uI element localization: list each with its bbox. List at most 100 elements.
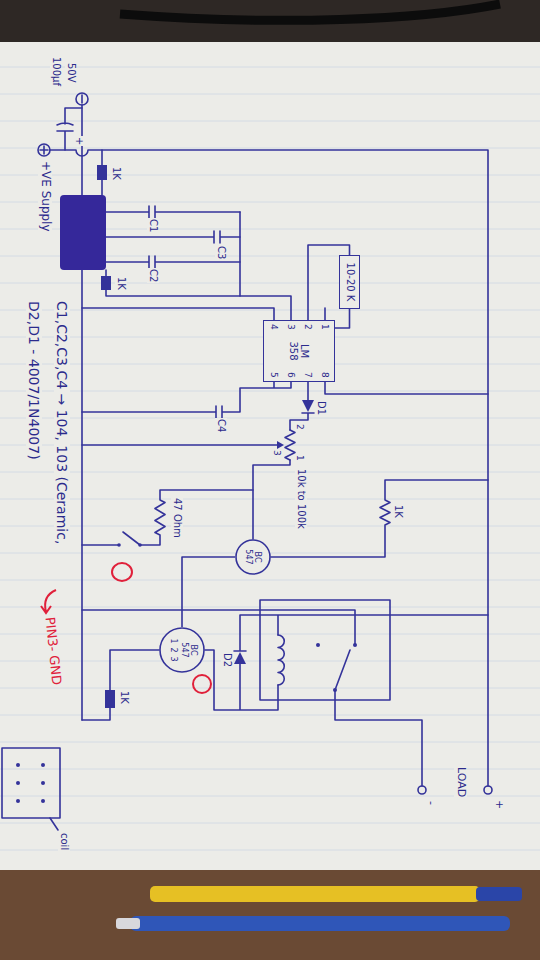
resistor-value: 47 Ohm [172, 497, 184, 539]
switch-contact [117, 543, 121, 547]
resistor-value: 1K [116, 276, 128, 291]
relay-contact [316, 643, 320, 647]
coil-label: coil [59, 832, 71, 851]
minus-mark [81, 95, 83, 103]
capacitor-symbol [82, 382, 291, 418]
pin-number: 7 [303, 371, 313, 379]
resistor-value: 1K [111, 166, 123, 181]
resistor-box: 10-20 K [339, 255, 360, 309]
red-arrow [41, 590, 56, 613]
relay-contact [353, 643, 357, 647]
pin-stub [324, 308, 326, 320]
wire [205, 615, 488, 710]
pin-dot [41, 781, 45, 785]
polarity-mark: + [74, 136, 86, 146]
red-mark [193, 675, 211, 693]
sensor-block [60, 195, 106, 270]
wire [290, 382, 314, 430]
node-label: BC 547 [180, 639, 198, 661]
pen-cap [476, 887, 522, 901]
load-terminal [418, 786, 426, 794]
switch-contact [138, 543, 142, 547]
pin-number: 1 [320, 323, 330, 331]
notebook-paper [0, 42, 540, 870]
plus-mark [40, 146, 48, 154]
cable [120, 4, 500, 20]
pin-dot [41, 799, 45, 803]
pin-number: 3 [169, 656, 178, 663]
diode-symbol [234, 652, 246, 664]
resistor-value: 1K [119, 690, 131, 705]
capacitor-rating: 50V [66, 62, 78, 84]
relay-switch [82, 610, 422, 786]
polarity-mark: - [424, 800, 437, 806]
resistor-symbol [97, 165, 107, 180]
transistor-circle [160, 628, 204, 672]
red-mark [112, 563, 132, 581]
resistor-value: 1K [393, 504, 405, 519]
node-label: 10-20 K [345, 262, 357, 302]
polarity-mark: + [492, 799, 505, 810]
capacitor-label: C1 [148, 218, 160, 233]
wire [82, 308, 274, 320]
pin-dot [16, 763, 20, 767]
capacitor-label: C4 [216, 418, 228, 433]
node-label: BC 547 [244, 546, 262, 568]
relay-sketch [2, 748, 60, 818]
pin-dot [41, 763, 45, 767]
pin-number: 2 [295, 423, 305, 431]
resistor-symbol [101, 276, 111, 290]
wire [82, 650, 159, 720]
capacitor-label: C3 [216, 245, 228, 260]
pin-number: 1 [295, 454, 305, 462]
wire [335, 309, 350, 328]
pin-dot [16, 781, 20, 785]
resistor-symbol [105, 690, 115, 708]
supply-terminal [38, 144, 50, 156]
pin-number: 1 [169, 638, 178, 645]
wood-table [0, 868, 540, 960]
relay-coil [278, 635, 284, 685]
positive-rail [50, 150, 488, 786]
pen-tip [116, 918, 140, 929]
wire [325, 382, 488, 394]
diode-symbol [302, 400, 314, 412]
supply-label: +VE Supply [38, 160, 52, 233]
pin-dot [16, 799, 20, 803]
wire [253, 460, 290, 539]
load-label: LOAD [454, 766, 467, 798]
wiper-wire [82, 444, 277, 446]
capacitor-symbol [106, 206, 240, 218]
relay-contact [333, 688, 337, 692]
pot-value: 10k to 100k [296, 468, 308, 530]
ground-terminal [76, 93, 88, 105]
pin-number: 5 [269, 371, 279, 379]
leader-line [50, 818, 58, 830]
pin-number: 4 [269, 323, 279, 331]
diode-label: D1 [316, 400, 328, 416]
blue-pen [130, 916, 510, 931]
capacitor-symbol [106, 231, 240, 243]
resistor-switch [82, 490, 253, 545]
transistor-symbol: BC 547 [235, 539, 271, 575]
load-terminal [484, 786, 492, 794]
pin-number: 2 [303, 323, 313, 331]
pin-number: 3 [272, 449, 282, 457]
wire [182, 557, 235, 627]
wire [239, 212, 241, 296]
ruled-lines [0, 42, 540, 870]
note-text: D2,D1 - 4007/1N4007) [26, 300, 42, 461]
diode-label: D2 [222, 652, 234, 668]
wiper-arrow [277, 441, 284, 449]
pin-number: 6 [286, 371, 296, 379]
pin-number: 8 [320, 371, 330, 379]
node-label: LM 358 [288, 337, 311, 365]
note-text: C1,C2,C3,C4 → 104, 103 (Ceramic, [54, 300, 70, 545]
potentiometer-symbol [285, 430, 295, 460]
capacitor-value: 100µf [51, 56, 63, 87]
yellow-pen [150, 886, 480, 902]
capacitor-label: C2 [148, 268, 160, 283]
transistor-circle [236, 540, 270, 574]
